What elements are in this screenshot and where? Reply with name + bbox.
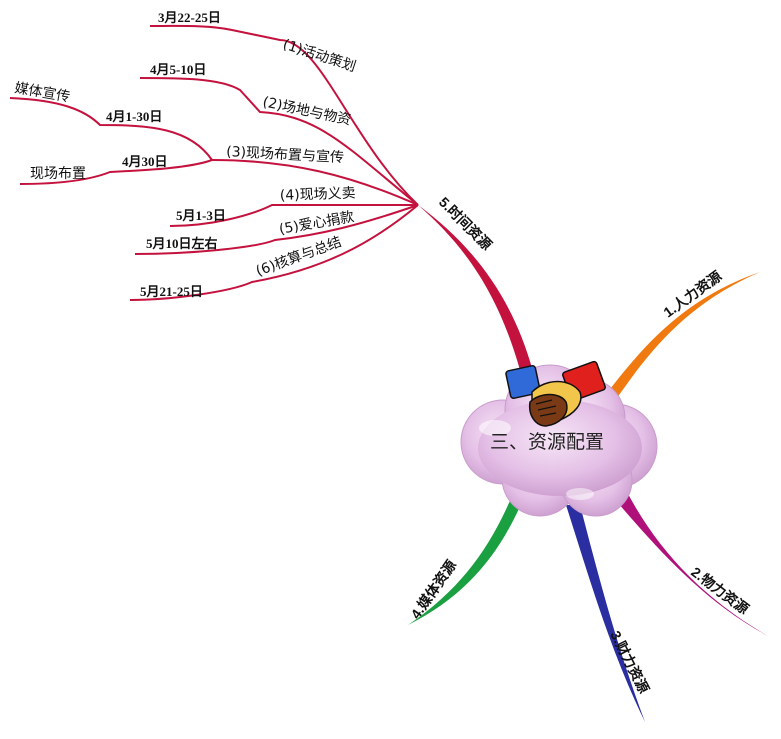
sub-branch-3 xyxy=(211,159,419,206)
center-title: 三、资源配置 xyxy=(490,431,604,453)
time-item-3b-leaf: 现场布置 xyxy=(30,166,86,182)
sub-branch-4 xyxy=(169,203,418,227)
branch-time xyxy=(418,205,532,370)
handshake-icon xyxy=(505,360,606,427)
sub-branch-5 xyxy=(134,204,419,255)
time-item-3-label: (3)现场布置与宣传 xyxy=(226,144,345,166)
time-item-4-label: (4)现场义卖 xyxy=(280,185,356,204)
time-item-5-date: 5月10日左右 xyxy=(146,236,218,251)
time-item-6-date: 5月21-25日 xyxy=(140,284,203,299)
time-item-1-date: 3月22-25日 xyxy=(158,10,221,25)
time-item-4-date: 5月1-3日 xyxy=(176,208,226,223)
time-item-6-label: (6)核算与总结 xyxy=(254,234,344,280)
time-item-2-date: 4月5-10日 xyxy=(150,62,206,77)
branch-media xyxy=(408,496,522,625)
time-item-3a-date: 4月1-30日 xyxy=(106,109,162,124)
branch-finance xyxy=(566,505,645,722)
time-sub-branches xyxy=(9,24,419,301)
sub-branch-3a xyxy=(9,97,213,161)
sub-branch-3b xyxy=(19,159,213,185)
branch-material xyxy=(612,490,768,636)
branch-label-time: 5.时间资源 xyxy=(436,194,495,253)
sub-branch-2 xyxy=(139,77,419,206)
sub-branch-1 xyxy=(149,24,419,206)
branch-label-material: 2.物力资源 xyxy=(688,564,752,618)
time-item-3b-date: 4月30日 xyxy=(122,154,168,169)
sub-branch-6 xyxy=(129,204,419,301)
